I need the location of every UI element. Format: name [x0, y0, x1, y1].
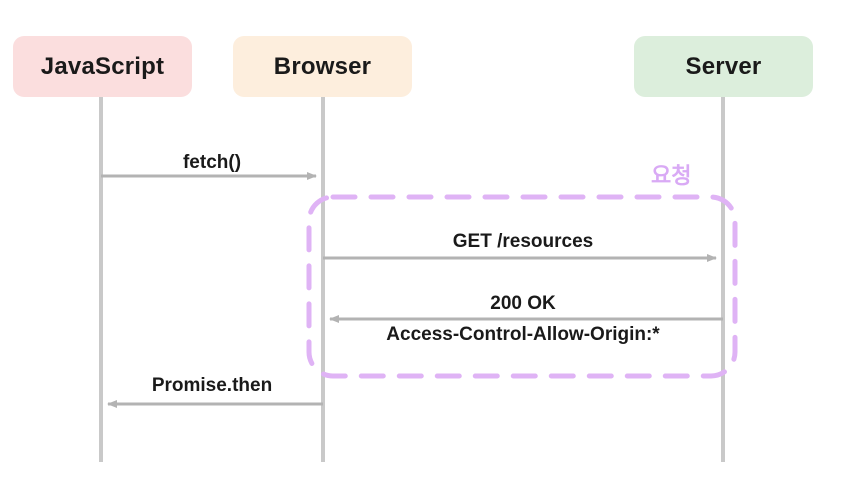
fragment-request-box — [306, 194, 738, 379]
participant-server[interactable]: Server — [634, 36, 813, 97]
message-label-promise-then: Promise.then — [151, 375, 273, 396]
participant-browser-label: Browser — [273, 52, 372, 80]
participant-browser[interactable]: Browser — [233, 36, 412, 97]
message-label-response-cors-header: Access-Control-Allow-Origin:* — [386, 324, 660, 345]
participant-javascript-label: JavaScript — [40, 52, 165, 80]
participant-javascript[interactable]: JavaScript — [13, 36, 192, 97]
message-label-get-resources: GET /resources — [452, 231, 594, 252]
fragment-label-request: 요청 — [651, 163, 692, 188]
message-label-fetch: fetch() — [182, 152, 242, 173]
participant-server-label: Server — [685, 52, 762, 80]
message-label-response-status: 200 OK — [490, 293, 556, 314]
